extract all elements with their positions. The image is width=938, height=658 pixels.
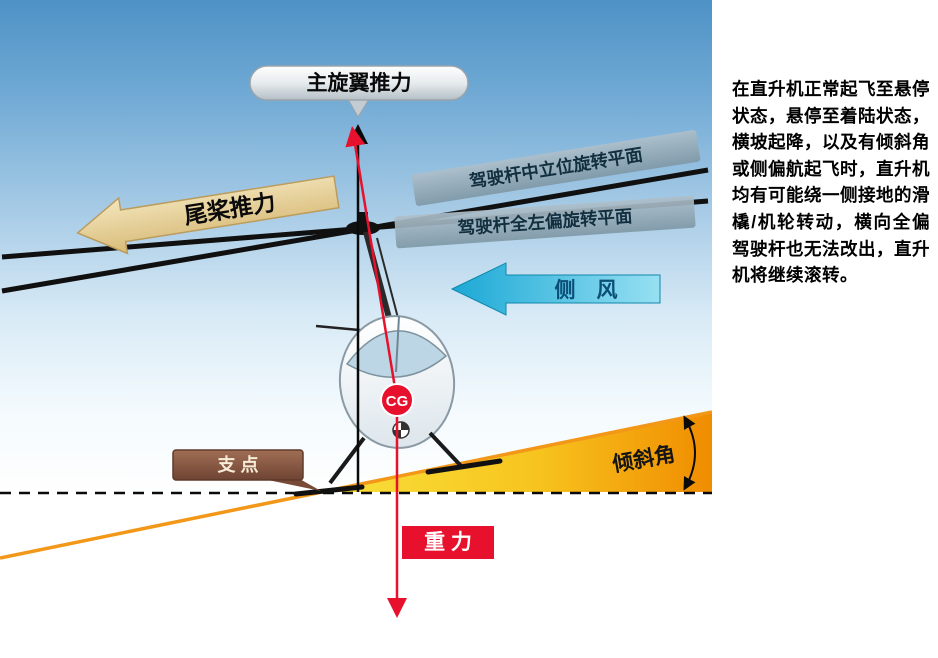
helicopter-left-skid xyxy=(293,484,365,497)
crosswind-arrow: 侧 风 xyxy=(450,262,661,316)
banner-plane-full-left-bg xyxy=(394,195,696,249)
pivot-label: 支 点 xyxy=(216,454,258,475)
thrust-vector-arrow xyxy=(345,126,399,401)
gravity-label: 重 力 xyxy=(424,531,472,554)
gravity-callout: 重 力 xyxy=(402,526,494,559)
tail-thrust-arrow-shape xyxy=(76,175,340,255)
diagram-background: 驾驶杆中立位旋转平面 驾驶杆全左偏旋转平面 尾桨推力 侧 风 xyxy=(0,0,712,658)
bank-angle-arc xyxy=(683,415,696,491)
rotor-shaft-top xyxy=(358,212,368,228)
helicopter-windshield-divider xyxy=(395,315,400,373)
main-thrust-callout: 主旋翼推力 xyxy=(249,65,469,118)
crosswind-label: 侧 风 xyxy=(555,278,618,302)
cg-marker: CG xyxy=(380,383,414,417)
main-thrust-callout-pointer xyxy=(347,98,370,118)
cg-circle xyxy=(380,383,414,417)
slope-line xyxy=(0,410,712,560)
rotor-hub xyxy=(346,221,380,235)
gravity-box xyxy=(402,526,494,559)
pivot-callout: 支 点 xyxy=(172,449,321,491)
rollover-diagram: 驾驶杆中立位旋转平面 驾驶杆全左偏旋转平面 尾桨推力 侧 风 xyxy=(0,65,712,618)
explanatory-text: 在直升机正常起飞至悬停状态，悬停至着陆状态，横坡起降，以及有倾斜角或侧偏航起飞时… xyxy=(732,79,930,286)
helicopter-right-skid xyxy=(425,458,503,475)
helicopter-control-rod xyxy=(376,237,399,319)
crosswind-arrow-shape xyxy=(450,262,661,316)
banner-plane-full-left: 驾驶杆全左偏旋转平面 xyxy=(394,195,696,249)
pivot-callout-pointer xyxy=(268,478,321,491)
cg-label: CG xyxy=(386,393,409,410)
pivot-box xyxy=(172,449,304,481)
helicopter-right-skid-leg xyxy=(428,431,464,469)
helicopter xyxy=(293,231,503,497)
main-thrust-pill xyxy=(249,65,469,101)
tail-thrust-arrow: 尾桨推力 xyxy=(76,175,340,255)
banner-plane-neutral-bg xyxy=(411,130,701,206)
main-thrust-label: 主旋翼推力 xyxy=(307,71,412,95)
